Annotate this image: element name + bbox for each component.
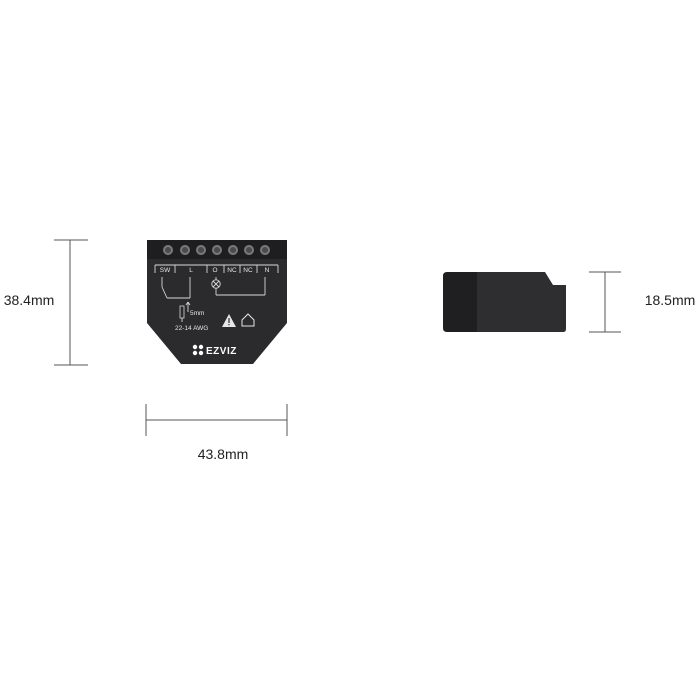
terminal-screw [260, 245, 270, 255]
width-dimension: 43.8mm [145, 404, 288, 462]
width-dimension-label: 43.8mm [198, 446, 249, 462]
device-side-view [443, 272, 566, 332]
terminal-screw [196, 245, 206, 255]
wire-gauge-label: 22-14 AWG [175, 325, 208, 332]
terminal-screw [163, 245, 173, 255]
device-side-body-light [476, 272, 566, 332]
height-dimension-label: 38.4mm [4, 292, 55, 308]
height-dimension: 38.4mm [4, 239, 88, 366]
wiring-schematic [161, 277, 266, 299]
depth-dimension-label: 18.5mm [645, 292, 696, 308]
terminal-label-sw: SW [160, 267, 171, 274]
terminal-labels: SW L O NC NC N [160, 267, 270, 274]
terminal-label-nc-2: NC [243, 267, 253, 274]
terminal-label-bar [154, 264, 279, 273]
terminal-screw [244, 245, 254, 255]
ezviz-logo-icon [192, 344, 204, 356]
terminal-label-o: O [212, 267, 217, 274]
terminal-screw [228, 245, 238, 255]
wire-strip-icon [179, 301, 191, 322]
device-front-view: SW L O NC NC N [147, 240, 287, 364]
terminal-label-l: L [189, 267, 193, 274]
strip-length-label: 5mm [190, 310, 204, 317]
device-front-body [147, 240, 287, 364]
device-side-body-dark [443, 272, 477, 332]
brand-name: EZVIZ [206, 346, 237, 357]
terminal-screw [180, 245, 190, 255]
terminal-screws [163, 245, 270, 255]
home-icon [241, 313, 255, 327]
terminal-label-n: N [265, 267, 270, 274]
depth-dimension: 18.5mm [589, 271, 696, 333]
terminal-label-nc-1: NC [227, 267, 237, 274]
warning-triangle-icon [222, 314, 236, 327]
terminal-screw [212, 245, 222, 255]
